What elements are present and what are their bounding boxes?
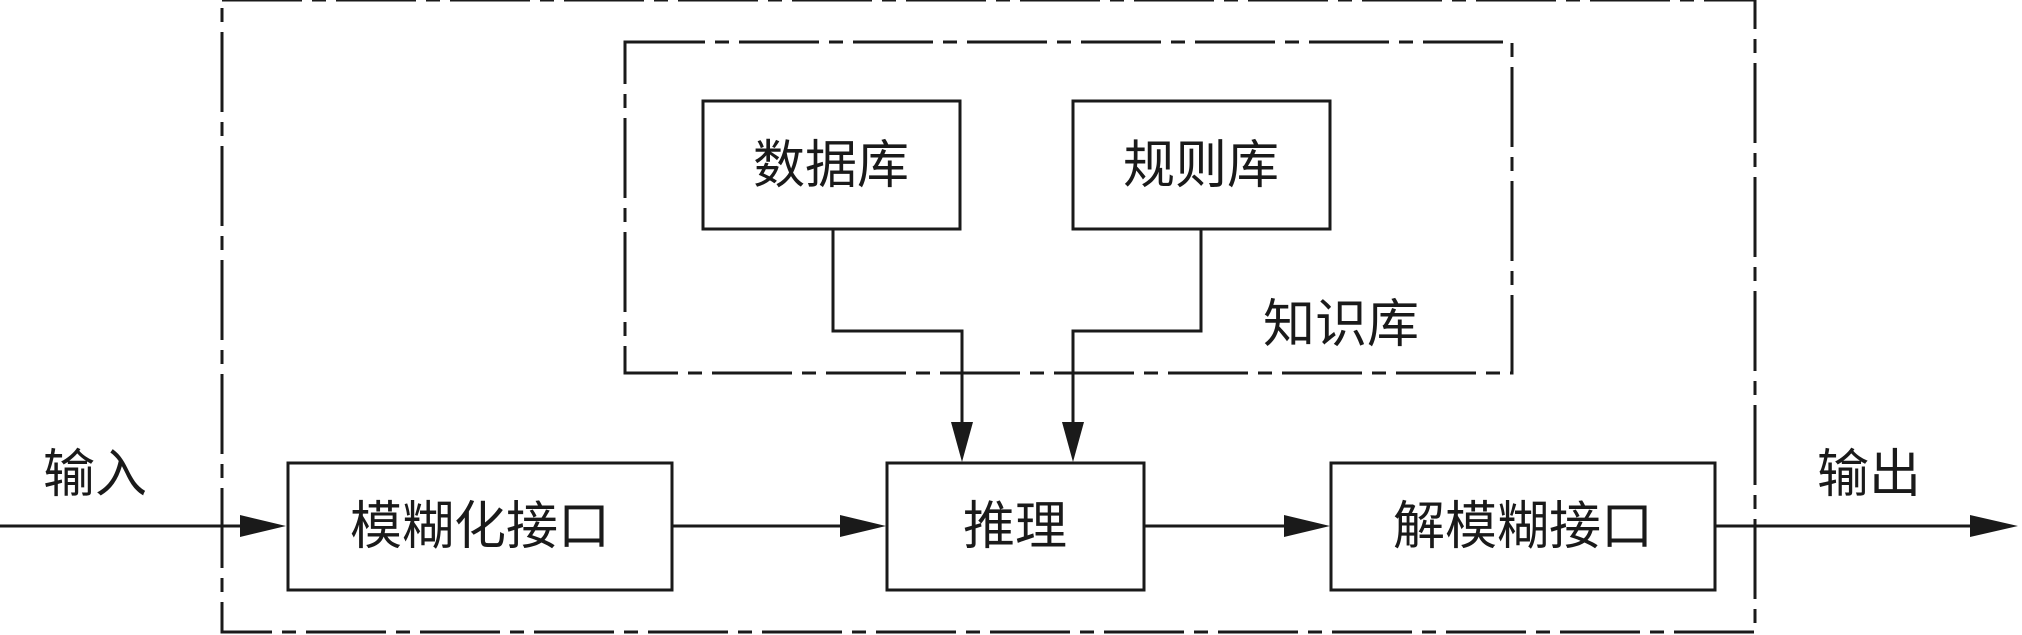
defuzzification-box bbox=[1329, 461, 1717, 592]
input-label: 输入 bbox=[43, 445, 147, 505]
inference-to-defuzzification-arrowhead bbox=[1284, 515, 1330, 537]
knowledge-base-label: 知识库 bbox=[1263, 295, 1419, 355]
rule-base-to-inference-line bbox=[1071, 229, 1203, 432]
controller-boundary bbox=[220, 0, 1757, 634]
fuzzification-to-inference-arrowhead bbox=[840, 515, 886, 537]
fuzzification-label: 模糊化接口 bbox=[350, 497, 610, 557]
database-label: 数据库 bbox=[753, 136, 909, 196]
inference-label: 推理 bbox=[963, 497, 1067, 557]
defuzzification-label: 解模糊接口 bbox=[1393, 497, 1653, 557]
database-box bbox=[701, 99, 962, 231]
database-to-inference-line bbox=[831, 229, 964, 432]
output-arrowhead bbox=[1970, 515, 2018, 537]
database-to-inference-arrowhead bbox=[951, 422, 973, 462]
rule-base-to-inference-arrowhead bbox=[1062, 422, 1084, 462]
output-label: 输出 bbox=[1817, 445, 1921, 505]
input-arrowhead bbox=[240, 515, 286, 537]
knowledge-base-boundary bbox=[623, 40, 1514, 375]
rule-base-label: 规则库 bbox=[1123, 136, 1279, 196]
